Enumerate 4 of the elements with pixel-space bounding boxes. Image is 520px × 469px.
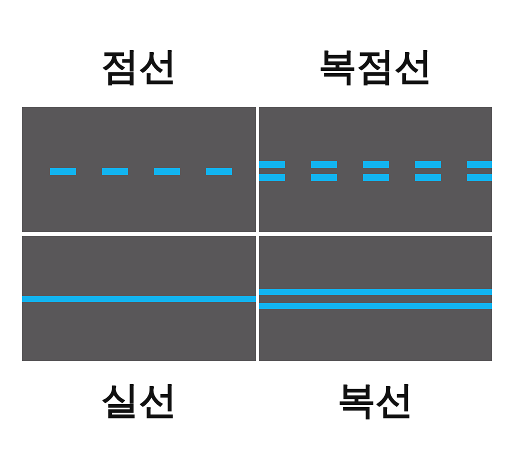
lane-type-label: 복선 (338, 377, 414, 423)
lane-type-label: 복점선 (318, 43, 432, 89)
lane-type-label: 실선 (101, 377, 177, 423)
lane-type-label: 점선 (101, 43, 177, 89)
